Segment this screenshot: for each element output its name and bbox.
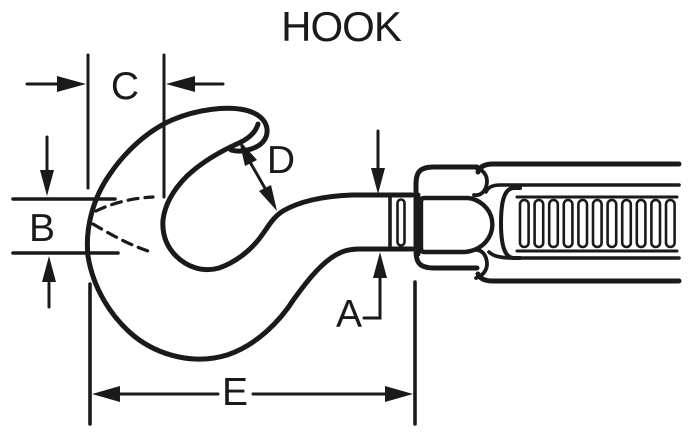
dimension-c: C <box>25 53 225 199</box>
dimension-a: A <box>336 129 387 336</box>
hook-inner-contour <box>160 121 415 273</box>
b-arrow-up-head <box>42 256 56 282</box>
frame-bottom-flick <box>472 247 489 280</box>
a-label: A <box>336 293 362 336</box>
e-arrow-right-head <box>385 386 413 402</box>
threaded-rod <box>498 186 679 260</box>
b-label: B <box>29 207 55 250</box>
rail-bottom-outer <box>475 271 682 284</box>
hook-body <box>84 105 415 362</box>
nut-outline <box>418 195 495 255</box>
hook-outer-contour <box>84 105 415 362</box>
diagram-title: HOOK <box>281 3 402 50</box>
a-arrow-down-head <box>371 168 385 194</box>
c-arrow-left-head <box>57 76 86 92</box>
rail-top-inner <box>484 183 681 194</box>
a-arrow-up-head <box>373 252 387 278</box>
frame-top-flick <box>472 166 489 198</box>
hidden-section-lines <box>91 195 155 254</box>
e-arrow-left-head <box>92 386 120 402</box>
d-arrow-lower-head <box>259 185 277 211</box>
end-cap-outline <box>413 164 480 271</box>
dimension-e: E <box>88 280 417 426</box>
thread-slots <box>518 198 676 249</box>
collar-slot <box>396 198 406 247</box>
dimension-d: D <box>239 139 295 211</box>
d-arrow-shaft <box>248 160 268 192</box>
hidden-section-lower <box>91 222 153 254</box>
e-label: E <box>222 371 248 414</box>
a-leader-bracket <box>362 276 382 320</box>
b-arrow-down-head <box>40 170 54 196</box>
d-arrow-upper-head <box>239 140 257 166</box>
rod-end <box>498 186 522 260</box>
hidden-section-upper <box>94 195 155 213</box>
c-label: C <box>111 65 139 108</box>
rail-top-outer <box>475 161 682 175</box>
c-arrow-right-head <box>166 76 195 92</box>
dimension-b: B <box>11 135 120 309</box>
d-label: D <box>267 139 295 182</box>
